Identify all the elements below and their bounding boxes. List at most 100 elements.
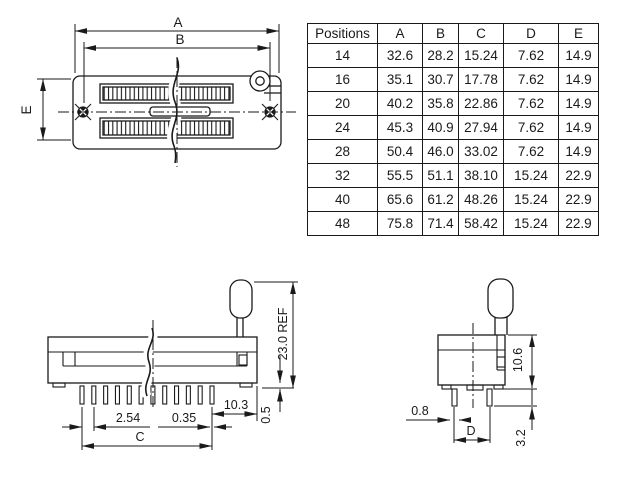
- mounting-feet-side: [441, 384, 504, 391]
- dim-label-d: D: [466, 424, 475, 438]
- table-cell: 14.9: [558, 139, 599, 164]
- table-cell: 7.62: [503, 139, 559, 164]
- table-cell: 58.42: [458, 211, 504, 236]
- dip-pin: [103, 385, 109, 405]
- dim-label-pin-length: 3.2: [514, 429, 528, 446]
- dip-pin: [114, 385, 121, 405]
- dimension-b: [83, 42, 271, 103]
- table-cell: 40: [307, 187, 378, 212]
- table-header-cell: E: [558, 23, 599, 44]
- dimensions-front: [62, 281, 298, 450]
- dip-pin: [79, 385, 85, 405]
- table-cell: 50.4: [377, 139, 423, 164]
- dip-pin: [197, 385, 203, 405]
- dim-label-e: E: [19, 105, 34, 114]
- table-cell: 22.9: [558, 163, 599, 188]
- table-cell: 24: [307, 115, 378, 140]
- break-line-top: [171, 57, 180, 164]
- table-cell: 75.8: [377, 211, 423, 236]
- dip-pin: [209, 385, 215, 405]
- front-view: 2.54 0.35 C 10.3 0.5 23.0 REF: [47, 279, 298, 450]
- dim-label-standoff: 0.5: [259, 406, 273, 423]
- dip-pin: [162, 385, 168, 405]
- dip-pin: [91, 385, 97, 405]
- mounting-feet-front: [52, 382, 253, 388]
- table-cell: 40.9: [422, 115, 459, 140]
- table-cell: 15.24: [503, 211, 559, 236]
- table-cell: 17.78: [458, 67, 504, 92]
- table-cell: 32: [307, 163, 378, 188]
- table-cell: 51.1: [422, 163, 459, 188]
- lever-handle-side: [487, 278, 514, 335]
- table-cell: 38.10: [458, 163, 504, 188]
- table-cell: 16: [307, 67, 378, 92]
- dip-pin: [185, 385, 191, 405]
- table-cell: 32.6: [377, 43, 423, 68]
- table-cell: 55.5: [377, 163, 423, 188]
- side-view: 0.8 D 10.6 3.2: [406, 278, 537, 447]
- dip-pins-front: [79, 385, 215, 405]
- table-cell: 14.9: [558, 43, 599, 68]
- dip-pin: [451, 388, 458, 407]
- table-cell: 65.6: [377, 187, 423, 212]
- table-cell: 7.62: [503, 115, 559, 140]
- table-cell: 28: [307, 139, 378, 164]
- table-header-cell: Positions: [307, 23, 378, 44]
- dimension-e: [37, 78, 71, 141]
- table-cell: 22.9: [558, 187, 599, 212]
- table-cell: 35.1: [377, 67, 423, 92]
- table-cell: 14: [307, 43, 378, 68]
- table-header-cell: B: [422, 23, 459, 44]
- lever-pivot: [249, 70, 281, 94]
- dim-label-b: B: [175, 32, 184, 47]
- table-cell: 35.8: [422, 91, 459, 116]
- table-cell: 14.9: [558, 67, 599, 92]
- table-cell: 30.7: [422, 67, 459, 92]
- table-header-cell: A: [377, 23, 423, 44]
- table-cell: 46.0: [422, 139, 459, 164]
- table-cell: 14.9: [558, 115, 599, 140]
- dim-label-pin-width: 0.35: [172, 411, 196, 425]
- dim-label-pin-thickness: 0.8: [411, 404, 428, 418]
- table-cell: 61.2: [422, 187, 459, 212]
- socket-body-side-view: [437, 334, 506, 386]
- table-cell: 7.62: [503, 67, 559, 92]
- dim-label-height-ref: 23.0 REF: [276, 307, 290, 360]
- dimensions-side: [406, 334, 537, 443]
- table-cell: 15.24: [503, 163, 559, 188]
- table-cell: 15.24: [503, 187, 559, 212]
- table-cell: 22.86: [458, 91, 504, 116]
- table-header-cell: D: [503, 23, 559, 44]
- table-cell: 28.2: [422, 43, 459, 68]
- table-cell: 71.4: [422, 211, 459, 236]
- body-detail-side: [438, 335, 506, 371]
- table-cell: 15.24: [458, 43, 504, 68]
- table-cell: 7.62: [503, 43, 559, 68]
- top-view: A B E: [19, 15, 296, 167]
- table-cell: 48: [307, 211, 378, 236]
- dip-pin: [173, 385, 180, 405]
- dip-pin: [126, 385, 132, 405]
- table-cell: 33.02: [458, 139, 504, 164]
- table-cell: 40.2: [377, 91, 423, 116]
- table-cell: 45.3: [377, 115, 423, 140]
- dim-label-a: A: [173, 15, 182, 30]
- contact-slot-rows: [99, 83, 234, 139]
- lever-handle-front: [229, 279, 253, 337]
- dip-pins-side: [451, 388, 493, 407]
- dim-label-body-height: 10.6: [511, 348, 525, 372]
- dim-label-c: C: [135, 430, 144, 444]
- dim-label-pitch: 2.54: [116, 411, 140, 425]
